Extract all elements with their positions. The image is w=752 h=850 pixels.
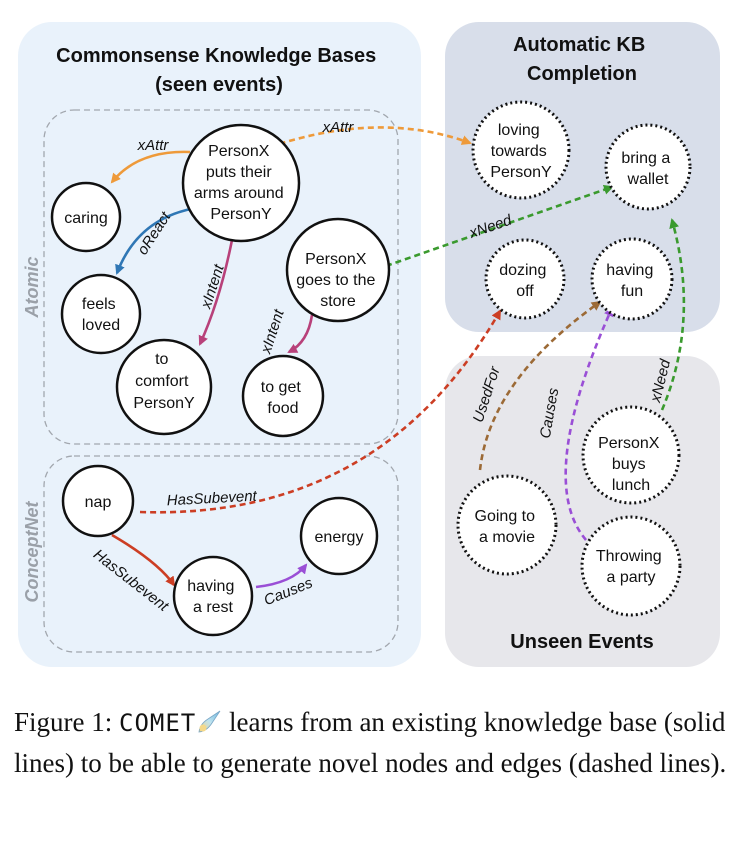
svg-text:feels loved: feels loved — [82, 296, 120, 334]
node-bring-wallet: bring a wallet — [604, 123, 692, 211]
label-xattr-loving: xAttr — [322, 119, 355, 136]
svg-text:Throwing a party: Throwing a party — [596, 548, 666, 586]
edge-xattr-caring — [110, 150, 191, 184]
svg-text:having fun: having fun — [606, 262, 658, 300]
edge-xintent-food — [287, 314, 314, 354]
edge-xattr-loving — [269, 126, 472, 149]
svg-text:dozing off: dozing off — [499, 262, 551, 300]
edge-hassubevent-dozing — [139, 309, 502, 514]
node-get-food: to get food — [241, 354, 325, 438]
label-hassubevent-dozing: HasSubevent — [166, 488, 258, 510]
atomic-group — [43, 109, 399, 445]
unseen-panel-title: Unseen Events — [510, 631, 653, 653]
edge-xneed-lunch — [660, 218, 686, 411]
caption-prefix: Figure 1: — [14, 707, 113, 737]
caption-text: learns from an existing knowledge base (… — [14, 707, 727, 778]
comet-icon — [196, 708, 222, 745]
node-to-comfort: to comfort PersonY — [115, 338, 213, 436]
svg-text:PersonX buys lunch: PersonX buys lunch — [598, 435, 664, 494]
edge-causes-fun — [564, 306, 614, 541]
node-throwing-party: Throwing a party — [580, 515, 682, 617]
conceptnet-group — [43, 455, 399, 653]
node-loving-towards: loving towards PersonY — [471, 100, 571, 200]
node-feels-loved: feels loved — [60, 273, 142, 355]
svg-text:having a rest: having a rest — [187, 578, 239, 616]
node-nap: nap — [61, 464, 135, 538]
node-going-movie: Going to a movie — [456, 474, 558, 576]
node-having-rest: having a rest — [172, 555, 254, 637]
edge-usedfor-fun — [478, 300, 602, 471]
svg-text:loving towards Per: loving towards PersonY — [490, 122, 552, 181]
node-having-fun: having fun — [590, 237, 674, 321]
edge-xintent-comfort — [198, 239, 234, 346]
svg-text:bring a wallet: bring a wallet — [621, 150, 674, 188]
edge-oreact-feels-loved — [115, 206, 197, 275]
node-goes-store: PersonX goes to the store — [285, 217, 391, 323]
conceptnet-label: ConceptNet — [22, 500, 42, 602]
caption-model-name: COMET — [119, 709, 197, 737]
completion-panel-title: Automatic KB Completion — [513, 34, 651, 85]
svg-text:caring: caring — [64, 210, 108, 227]
edge-causes-energy — [255, 563, 308, 589]
label-xattr-caring: xAttr — [137, 137, 170, 154]
svg-text:Going to a movie: Going to a movie — [475, 508, 540, 546]
edge-hassubevent-rest — [111, 533, 176, 587]
svg-text:to comfort PersonY: to comfort PersonY — [133, 351, 195, 412]
svg-text:nap: nap — [85, 494, 112, 511]
node-puts-arms: PersonX puts their arms around PersonY — [181, 123, 301, 243]
svg-text:PersonX goes to the: PersonX goes to the store — [296, 251, 380, 310]
node-caring: caring — [50, 181, 122, 253]
node-buys-lunch: PersonX buys lunch — [581, 405, 681, 505]
comet-diagram: Commonsense Knowledge Bases (seen events… — [18, 22, 720, 667]
svg-text:PersonX puts their: PersonX puts their arms around PersonY — [194, 143, 288, 223]
svg-text:energy: energy — [315, 529, 364, 546]
kb-panel-title: Commonsense Knowledge Bases (seen events… — [56, 45, 382, 96]
atomic-label: Atomic — [22, 256, 42, 318]
svg-text:to get food: to get food — [261, 379, 305, 417]
node-dozing-off: dozing off — [484, 238, 566, 320]
node-energy: energy — [299, 496, 379, 576]
figure-caption: Figure 1: COMET learns from an existing … — [14, 704, 742, 782]
